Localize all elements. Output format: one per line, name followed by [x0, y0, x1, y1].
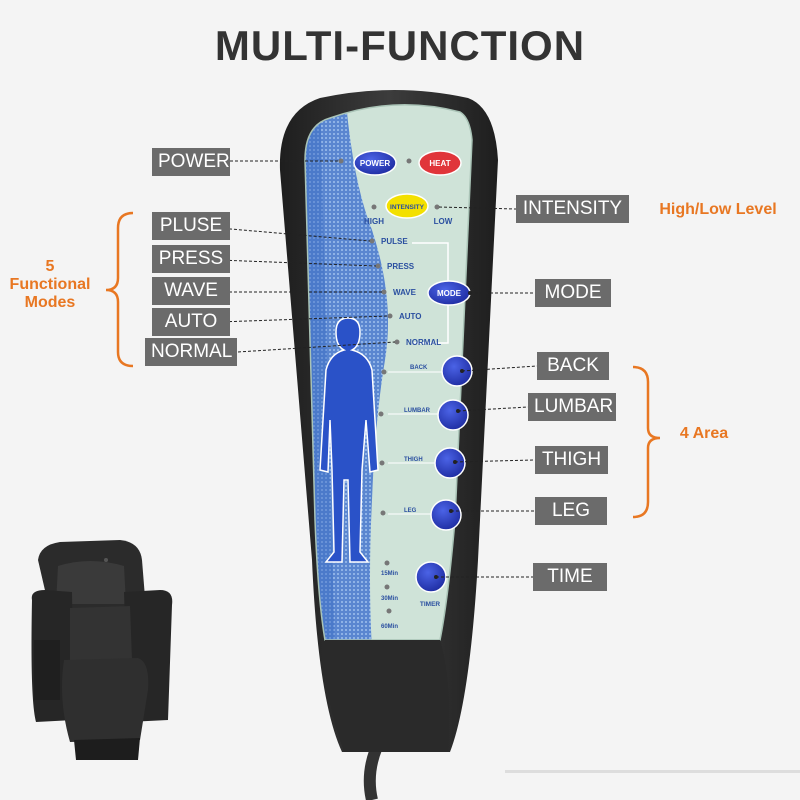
remote-power-text: POWER	[360, 159, 390, 168]
label-lumbar: LUMBAR	[528, 393, 616, 421]
remote-30min-text: 30Min	[381, 596, 398, 602]
remote-back-text: BACK	[410, 365, 428, 371]
remote-thigh-text: THIGH	[404, 457, 423, 463]
label-wave: WAVE	[152, 277, 230, 305]
remote-press-text: PRESS	[387, 262, 415, 271]
label-mode: MODE	[535, 279, 611, 307]
label-power: POWER	[152, 148, 230, 176]
remote-low-text: LOW	[434, 217, 453, 226]
body-silhouette-icon	[319, 317, 379, 563]
remote-wave-text: WAVE	[393, 288, 417, 297]
label-normal: NORMAL	[145, 338, 237, 366]
label-thigh: THIGH	[535, 446, 608, 474]
label-press: PRESS	[152, 245, 230, 273]
label-time: TIME	[533, 563, 607, 591]
recliner-chair-image	[31, 540, 173, 760]
annotation-functional-modes: 5 Functional Modes	[4, 258, 96, 312]
label-intensity: INTENSITY	[516, 195, 629, 223]
remote-intensity-text: INTENSITY	[390, 204, 425, 211]
annotation-high-low: High/Low Level	[659, 201, 777, 218]
remote-normal-text: NORMAL	[406, 338, 441, 347]
remote-auto-text: AUTO	[399, 312, 422, 321]
remote-leg-text: LEG	[404, 508, 417, 514]
annotation-4-area: 4 Area	[679, 425, 729, 442]
label-auto: AUTO	[152, 308, 230, 336]
remote-high-text: HIGH	[364, 217, 384, 226]
remote-15min-text: 15Min	[381, 571, 398, 577]
label-leg: LEG	[535, 497, 607, 525]
annotation-functional-modes-line1: 5	[45, 258, 55, 275]
page-title: MULTI-FUNCTION	[214, 22, 586, 69]
label-pluse: PLUSE	[152, 212, 230, 240]
remote-60min-text: 60Min	[381, 624, 398, 630]
remote-lumbar-text: LUMBAR	[404, 408, 431, 414]
remote-timer-text: TIMER	[420, 601, 441, 608]
remote-mode-text: MODE	[437, 289, 462, 298]
remote-heat-text: HEAT	[429, 159, 450, 168]
annotation-functional-modes-line3: Modes	[24, 294, 76, 311]
remote-pulse-text: PULSE	[381, 237, 408, 246]
annotation-functional-modes-line2: Functional	[9, 276, 91, 293]
label-back: BACK	[537, 352, 609, 380]
